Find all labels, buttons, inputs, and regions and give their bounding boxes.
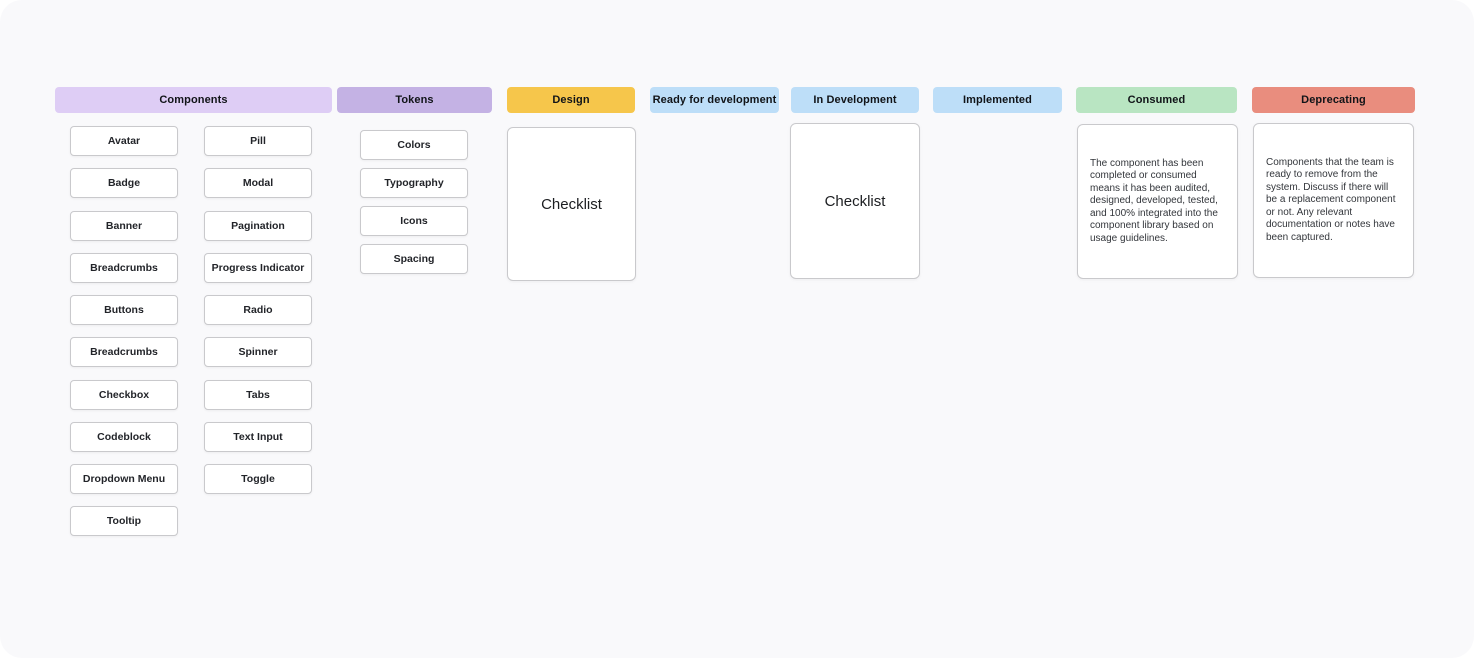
- column-tokens: Tokens Colors Typography Icons Spacing: [337, 87, 492, 274]
- component-card-badge[interactable]: Badge: [70, 168, 178, 198]
- token-card-colors[interactable]: Colors: [360, 130, 468, 160]
- component-card-dropdown-menu[interactable]: Dropdown Menu: [70, 464, 178, 494]
- column-header-consumed[interactable]: Consumed: [1076, 87, 1237, 113]
- component-card-buttons[interactable]: Buttons: [70, 295, 178, 325]
- component-card-pill[interactable]: Pill: [204, 126, 312, 156]
- column-consumed: Consumed The component has been complete…: [1076, 87, 1238, 279]
- component-card-checkbox[interactable]: Checkbox: [70, 380, 178, 410]
- component-card-text-input[interactable]: Text Input: [204, 422, 312, 452]
- component-card-spinner[interactable]: Spinner: [204, 337, 312, 367]
- consumed-note-card[interactable]: The component has been completed or cons…: [1077, 124, 1238, 279]
- component-card-radio[interactable]: Radio: [204, 295, 312, 325]
- column-in-development: In Development Checklist: [790, 87, 920, 279]
- column-header-in-development[interactable]: In Development: [791, 87, 919, 113]
- component-card-pagination[interactable]: Pagination: [204, 211, 312, 241]
- column-deprecating: Deprecating Components that the team is …: [1252, 87, 1415, 278]
- component-card-breadcrumbs[interactable]: Breadcrumbs: [70, 253, 178, 283]
- column-header-tokens[interactable]: Tokens: [337, 87, 492, 113]
- in-development-checklist-card[interactable]: Checklist: [790, 123, 920, 279]
- token-card-icons[interactable]: Icons: [360, 206, 468, 236]
- column-ready-for-development: Ready for development: [650, 87, 779, 113]
- component-card-toggle[interactable]: Toggle: [204, 464, 312, 494]
- component-card-banner[interactable]: Banner: [70, 211, 178, 241]
- column-header-implemented[interactable]: Implemented: [933, 87, 1062, 113]
- column-header-design[interactable]: Design: [507, 87, 635, 113]
- component-card-modal[interactable]: Modal: [204, 168, 312, 198]
- column-implemented: Implemented: [933, 87, 1062, 113]
- component-card-breadcrumbs-2[interactable]: Breadcrumbs: [70, 337, 178, 367]
- column-design: Design Checklist: [507, 87, 636, 281]
- component-card-tabs[interactable]: Tabs: [204, 380, 312, 410]
- component-card-progress-indicator[interactable]: Progress Indicator: [204, 253, 312, 283]
- token-card-spacing[interactable]: Spacing: [360, 244, 468, 274]
- column-header-deprecating[interactable]: Deprecating: [1252, 87, 1415, 113]
- column-header-components[interactable]: Components: [55, 87, 332, 113]
- consumed-note-text: The component has been completed or cons…: [1090, 157, 1218, 244]
- token-card-typography[interactable]: Typography: [360, 168, 468, 198]
- deprecating-note-text: Components that the team is ready to rem…: [1266, 156, 1396, 243]
- column-header-ready-for-development[interactable]: Ready for development: [650, 87, 779, 113]
- design-checklist-card[interactable]: Checklist: [507, 127, 636, 281]
- component-card-tooltip[interactable]: Tooltip: [70, 506, 178, 536]
- design-checklist-label: Checklist: [541, 195, 602, 213]
- column-components: Components Avatar Badge Banner Breadcrum…: [55, 87, 332, 536]
- in-development-checklist-label: Checklist: [824, 192, 886, 210]
- deprecating-note-card[interactable]: Components that the team is ready to rem…: [1253, 123, 1414, 278]
- component-card-avatar[interactable]: Avatar: [70, 126, 178, 156]
- component-card-codeblock[interactable]: Codeblock: [70, 422, 178, 452]
